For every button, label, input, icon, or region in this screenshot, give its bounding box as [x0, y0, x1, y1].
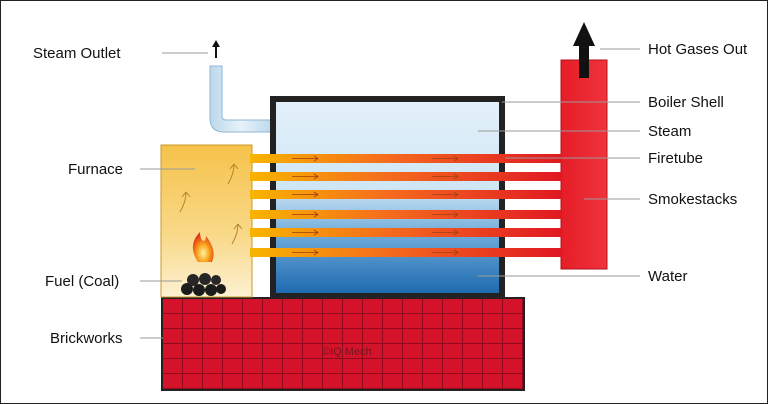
firetube	[250, 190, 562, 199]
furnace-label: Furnace	[68, 161, 123, 178]
coal-lump	[187, 274, 199, 286]
firetube-label: Firetube	[648, 150, 703, 167]
steam-label: Steam	[648, 123, 691, 140]
smokestack	[560, 22, 608, 270]
gas-flow-arrow-icon	[292, 229, 319, 236]
fuel-coal	[181, 232, 226, 296]
gas-flow-arrow-icon	[292, 249, 319, 256]
firetube	[250, 172, 562, 181]
boiler-shell-label: Boiler Shell	[648, 94, 724, 111]
firetube	[250, 228, 562, 237]
coal-lump	[205, 284, 217, 296]
coal-lump	[216, 284, 226, 294]
coal-lump	[181, 283, 193, 295]
firetube	[250, 248, 562, 257]
firetube	[250, 210, 562, 219]
firetube	[250, 154, 562, 163]
smokestacks-label: Smokestacks	[648, 191, 737, 208]
heat-arrow-icon	[179, 191, 191, 213]
leader-lines	[140, 48, 640, 339]
firetubes	[250, 154, 562, 257]
gas-flow-arrow-icon	[432, 173, 459, 180]
gas-flow-arrow-icon	[292, 191, 319, 198]
steam-outlet-label: Steam Outlet	[33, 45, 121, 62]
hot-gases-out-label: Hot Gases Out	[648, 41, 748, 58]
heat-arrow-icon	[227, 163, 239, 185]
gas-flow-arrow-icon	[432, 249, 459, 256]
furnace	[160, 144, 253, 298]
gas-flow-arrow-icon	[292, 211, 319, 218]
fuel-label: Fuel (Coal)	[45, 273, 119, 290]
brickworks	[161, 297, 525, 391]
heat-arrow-icon	[231, 223, 243, 245]
gas-flow-arrow-icon	[432, 211, 459, 218]
gas-flow-arrow-icon	[432, 155, 459, 162]
coal-lump	[211, 275, 221, 285]
water-label: Water	[648, 268, 687, 285]
hot-gases-arrow-icon	[579, 44, 589, 78]
brickworks-label: Brickworks	[50, 330, 123, 347]
coal-lump	[199, 273, 211, 285]
coal-lump	[193, 284, 205, 296]
gas-flow-arrow-icon	[432, 229, 459, 236]
gas-flow-arrow-icon	[292, 173, 319, 180]
gas-flow-arrow-icon	[292, 155, 319, 162]
fire-icon	[192, 232, 214, 262]
gas-flow-arrow-icon	[432, 191, 459, 198]
watermark: ©IQ Mech	[322, 346, 372, 358]
